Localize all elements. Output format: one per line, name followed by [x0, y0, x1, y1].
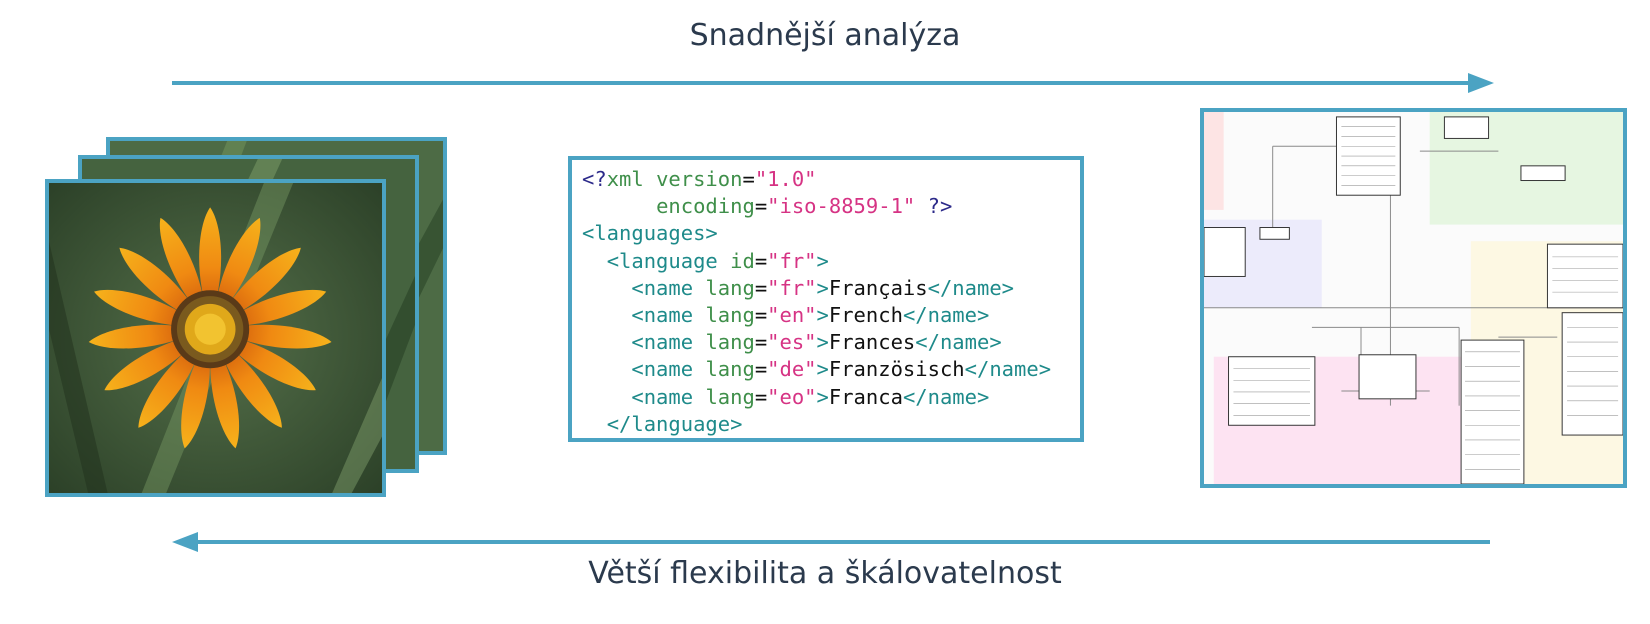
xml-code-panel: <?xml version="1.0" encoding="iso-8859-1… — [568, 156, 1084, 442]
database-schema-diagram — [1200, 108, 1627, 488]
flower-photo — [45, 179, 386, 497]
top-label: Snadnější analýza — [689, 18, 961, 53]
left-arrow — [172, 532, 1490, 552]
right-arrow — [172, 73, 1494, 93]
bottom-label: Větší flexibilita a škálovatelnost — [588, 556, 1062, 591]
